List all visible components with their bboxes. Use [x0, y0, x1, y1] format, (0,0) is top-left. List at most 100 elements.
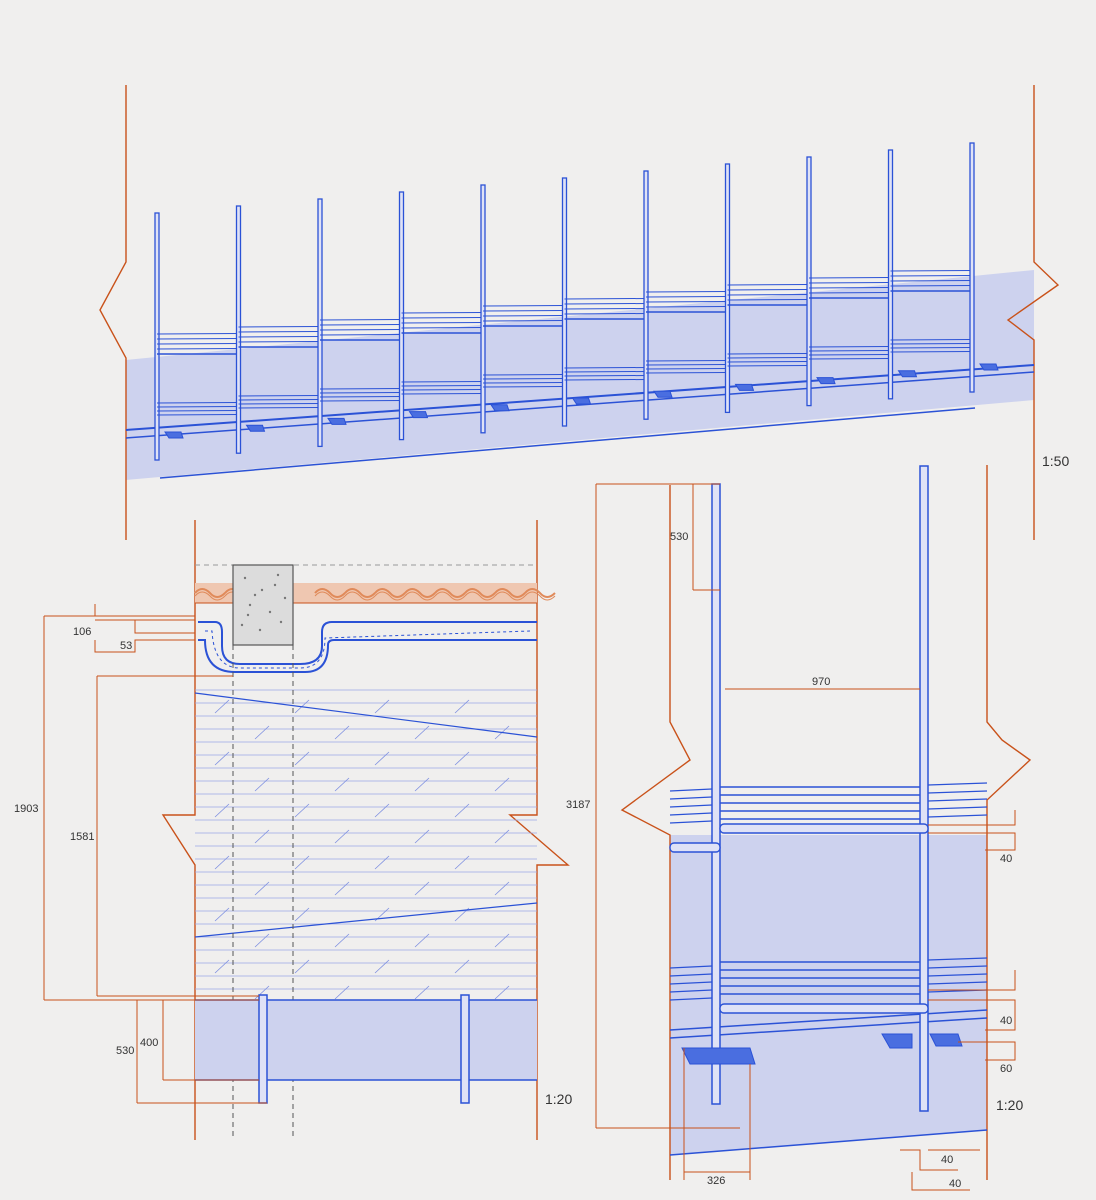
- detail-rail-stub: [927, 782, 988, 786]
- upper-rail: [238, 326, 321, 328]
- section-slope-line-lower: [194, 902, 538, 938]
- upper-rail: [156, 343, 239, 345]
- detail-rail-stub: [927, 981, 988, 985]
- detail-rail-stub: [927, 957, 988, 961]
- detail-rail-stub: [927, 973, 988, 977]
- hatch-joint: [494, 985, 510, 1000]
- hatch-joint: [214, 751, 230, 766]
- detail-rail-stub: [669, 997, 713, 1001]
- hatch-joint: [294, 855, 310, 870]
- dim-1903: 1903: [14, 803, 38, 815]
- hatch-joint: [294, 959, 310, 974]
- lower-rail: [238, 407, 321, 409]
- hatch-joint: [254, 725, 270, 740]
- dim-40b-top: [928, 970, 1016, 991]
- detail-rail-stub: [927, 814, 988, 818]
- lower-rail: [564, 379, 647, 381]
- stringer-bottom: [159, 407, 976, 479]
- lower-rail: [564, 371, 647, 373]
- lower-rail: [645, 364, 728, 366]
- clay-wave: [464, 588, 496, 598]
- upper-rail: [808, 282, 891, 284]
- hatch-joint: [454, 803, 470, 818]
- upper-rail: [808, 277, 891, 279]
- upper-rail: [727, 289, 810, 291]
- lower-rail: [890, 347, 973, 349]
- hatch-joint: [214, 699, 230, 714]
- lower-rail: [808, 358, 891, 360]
- lower-rail: [808, 346, 891, 348]
- hatch-joint: [294, 803, 310, 818]
- lower-rail: [156, 406, 239, 408]
- concrete-dot: [283, 596, 287, 600]
- hatch-joint: [214, 803, 230, 818]
- clay-wave: [434, 588, 466, 598]
- stair-foot: [490, 404, 510, 412]
- railing-post: [154, 212, 160, 461]
- clay-wave: [494, 591, 526, 601]
- hatch-joint: [254, 933, 270, 948]
- section-slope-line-upper: [194, 692, 538, 738]
- detail-rail-stub: [669, 981, 713, 985]
- concrete-dot: [273, 583, 277, 587]
- hatch-joint: [414, 881, 430, 896]
- dim-53-line: [94, 639, 195, 653]
- stair-foot: [816, 377, 836, 385]
- hatch-joint: [374, 855, 390, 870]
- hatch-joint: [374, 751, 390, 766]
- upper-rail: [401, 322, 484, 324]
- clay-wave: [194, 588, 226, 598]
- upper-rail: [564, 308, 647, 310]
- railing-post: [235, 205, 242, 454]
- hatch-joint: [294, 907, 310, 922]
- lower-rail: [727, 361, 810, 363]
- hatch-joint: [334, 933, 350, 948]
- stair-foot: [979, 363, 999, 371]
- clay-pattern: [194, 588, 556, 601]
- lower-rail: [238, 395, 321, 397]
- lower-rail: [482, 378, 565, 380]
- dim-106: 106: [73, 626, 91, 638]
- concrete-texture: [240, 573, 287, 632]
- nosing-mid: [881, 1033, 913, 1049]
- dim-60: 60: [1000, 1063, 1012, 1075]
- hatch-joint: [414, 985, 430, 1000]
- section-left-cut: [161, 520, 196, 1140]
- detail-handrail-stub: [669, 842, 721, 853]
- detail-post-right: [919, 465, 929, 1112]
- hatch-joint: [454, 751, 470, 766]
- handrail-profile-top: [198, 621, 537, 665]
- hatch-joint: [334, 777, 350, 792]
- hatch-joint: [214, 907, 230, 922]
- railing-post: [724, 163, 731, 414]
- detail-rail-stub: [669, 989, 713, 993]
- detail-base-line: [669, 1129, 988, 1156]
- upper-rail: [319, 334, 402, 336]
- concrete-dot: [243, 576, 247, 580]
- hatch-joint: [254, 881, 270, 896]
- stair-foot: [571, 397, 592, 405]
- lower-rail: [319, 388, 402, 390]
- clay-wave: [314, 591, 346, 601]
- detail-fill: [670, 835, 987, 1155]
- elevation-scale: 1:50: [1042, 453, 1069, 469]
- detail-view: 3187 530 970 40 40 60 326 40 40 1:20: [566, 465, 1032, 1191]
- lower-rail: [319, 400, 402, 402]
- upper-rail: [482, 320, 565, 322]
- railing-post: [398, 191, 405, 441]
- stair-foot: [327, 417, 347, 425]
- railing-post: [643, 170, 649, 420]
- lower-rail: [727, 365, 810, 367]
- detail-rail-stub: [669, 796, 713, 800]
- lower-rail: [890, 343, 973, 345]
- clay-wave: [404, 588, 436, 598]
- concrete-post: [232, 564, 294, 646]
- upper-rail: [238, 331, 321, 333]
- lower-rail: [482, 386, 565, 388]
- lower-rail: [645, 360, 728, 362]
- hatch-joint: [374, 803, 390, 818]
- upper-rail: [564, 303, 647, 305]
- upper-rail: [238, 336, 321, 338]
- lower-rail: [156, 414, 239, 416]
